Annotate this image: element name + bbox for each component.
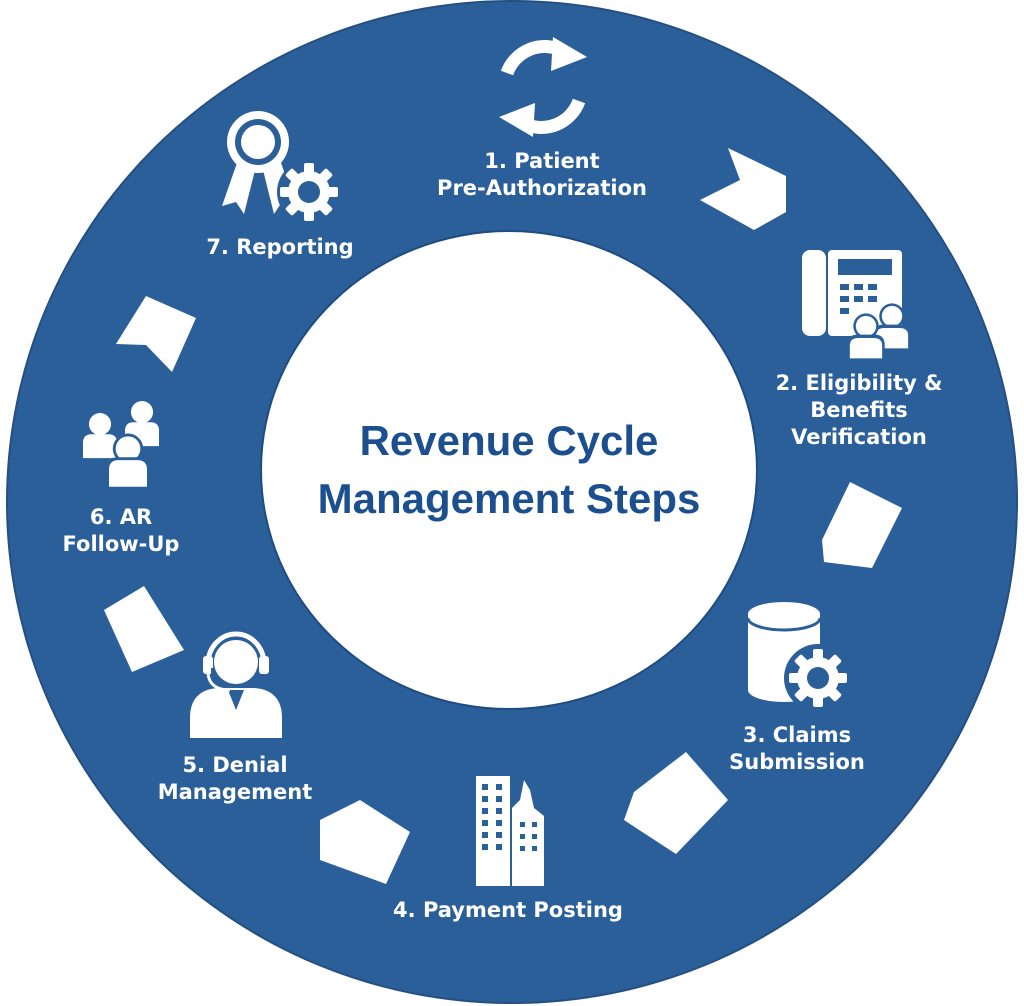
center-title: Revenue Cycle Management Steps: [260, 230, 758, 710]
award-gear-icon: [222, 111, 341, 224]
database-gear-icon: [746, 602, 852, 712]
step-4-label: 4. Payment Posting: [393, 898, 623, 922]
arrow-3-4: [624, 752, 728, 854]
refresh-cycle-icon: [499, 37, 587, 137]
step-7-label: 7. Reporting: [206, 235, 354, 259]
step-2-label: 2. Eligibility & Benefits Verification: [775, 371, 943, 449]
headset-agent-icon: [190, 631, 282, 738]
arrow-2-3: [822, 482, 902, 568]
people-group-icon: [83, 401, 159, 489]
step-5-label: 5. Denial Management: [157, 753, 313, 804]
arrow-6-7: [116, 296, 196, 372]
arrow-5-6: [104, 586, 184, 672]
phone-with-people-icon: [802, 250, 911, 361]
center-title-line1: Revenue Cycle: [359, 417, 659, 464]
center-circle: [260, 230, 758, 710]
arrow-4-5: [320, 800, 410, 884]
step-3-label: 3. Claims Submission: [729, 723, 865, 774]
arrow-1-2: [700, 148, 786, 230]
buildings-icon: [476, 776, 544, 886]
step-6-label: 6. AR Follow-Up: [62, 505, 180, 556]
step-1-label: 1. Patient Pre-Authorization: [437, 149, 647, 200]
center-title-line2: Management Steps: [317, 475, 701, 522]
